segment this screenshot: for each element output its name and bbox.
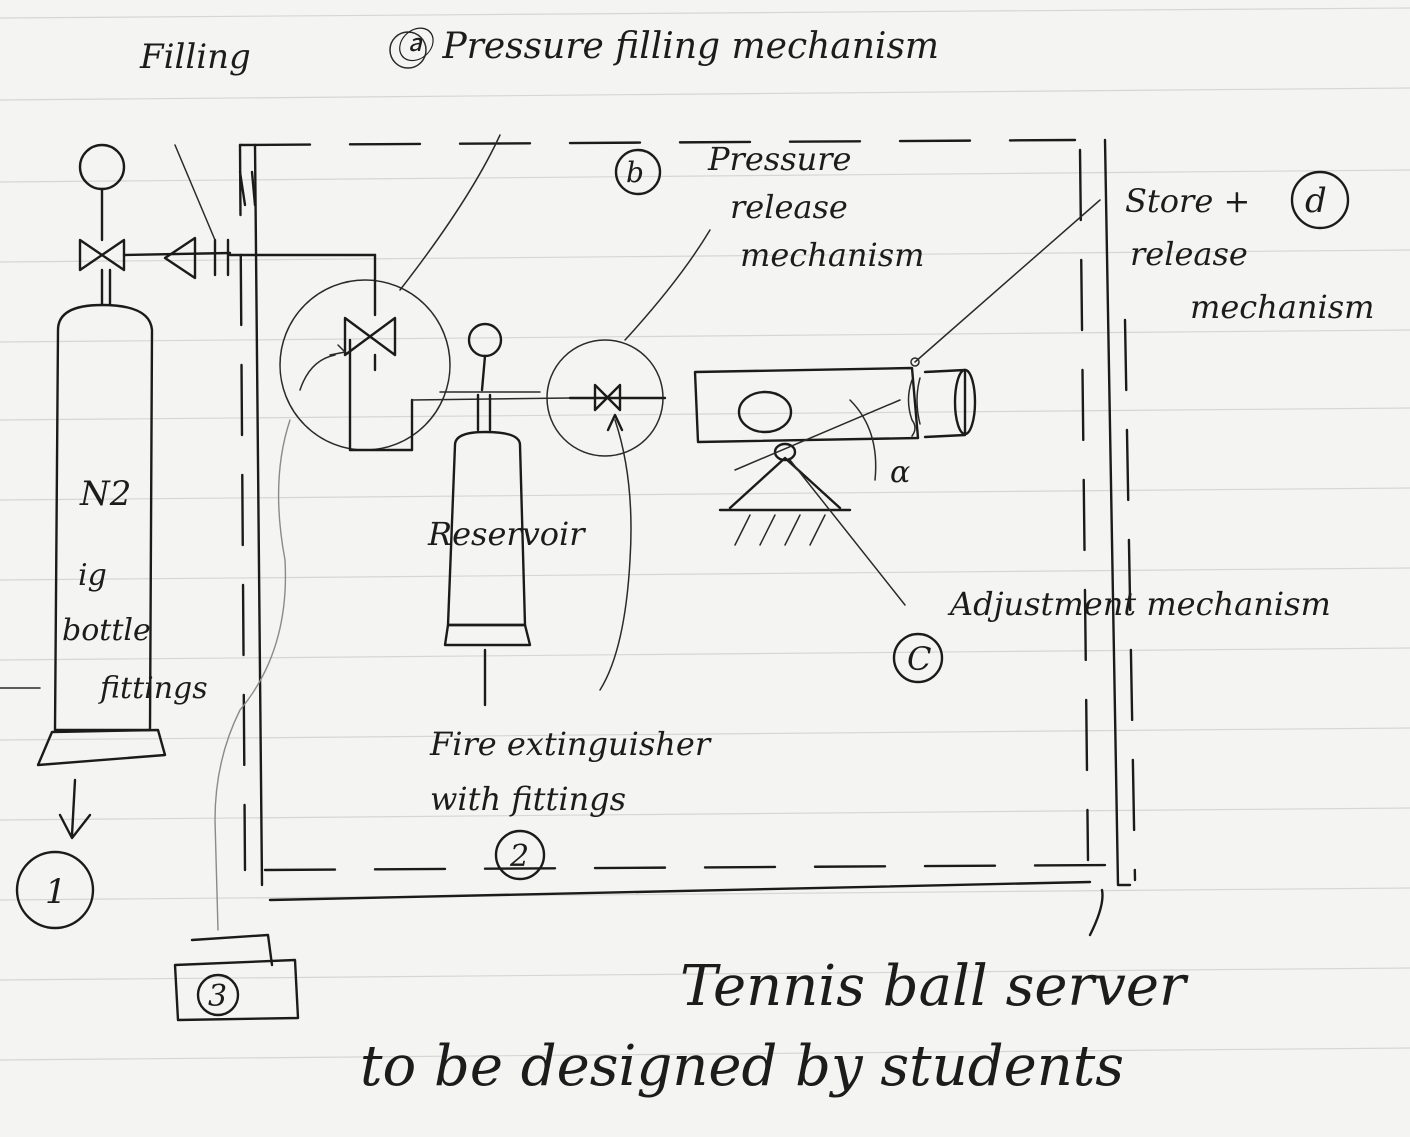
marker-a-circle (389, 31, 427, 69)
n2-label: N2 (79, 474, 131, 514)
store-release-line-1: Store + (1125, 182, 1250, 220)
marker-d-label: d (1305, 181, 1327, 221)
pressure-release-line-2: release (730, 188, 848, 226)
marker-2-label: 2 (509, 839, 529, 874)
filling-header-label: Filling (139, 37, 251, 77)
marker-c-label: C (907, 640, 931, 678)
marker-3-circle (196, 973, 240, 1017)
marker-d-circle (1290, 170, 1350, 230)
marker-3-label: 3 (208, 979, 227, 1014)
pressure-release-line-3: mechanism (740, 236, 925, 274)
tennis-server-line-2: to be designed by students (360, 1034, 1124, 1099)
barrel-assembly (693, 199, 1101, 606)
store-release-line-3: mechanism (1190, 288, 1375, 326)
marker-c-circle (892, 632, 944, 684)
pointer-stroke (1088, 888, 1104, 937)
circled-markers (15, 31, 1350, 1017)
bottle-line-3: fittings (98, 671, 208, 706)
handwritten-labels: Filling ⓐ Pressure filling mechanism b P… (45, 26, 1375, 1099)
reservoir-cylinder (439, 322, 541, 707)
bottle-line-2: bottle (62, 613, 151, 648)
pressure-release-valve (546, 229, 711, 691)
marker-2-circle (494, 829, 546, 881)
enclosure-dashed-box (238, 138, 1137, 902)
unit-3-box (173, 933, 300, 1022)
reservoir-label: Reservoir (427, 515, 586, 553)
n2-cylinder (36, 143, 377, 840)
tennis-server-line-1: Tennis ball server (680, 954, 1189, 1019)
adjustment-label: Adjustment mechanism (947, 585, 1331, 623)
marker-b-circle (614, 148, 662, 196)
fire-extinguisher-line-2: with fittings (430, 780, 626, 818)
pressure-filling-label: ⓐ Pressure filling mechanism (395, 26, 939, 67)
bottle-line-1: ig (78, 558, 107, 593)
store-release-line-2: release (1130, 235, 1248, 273)
alpha-label: α (890, 455, 910, 490)
ruled-lines (0, 7, 1410, 1061)
marker-1-label: 1 (45, 872, 67, 912)
marker-b-label: b (626, 156, 644, 189)
marker-1-circle (15, 850, 95, 930)
fire-extinguisher-line-1: Fire extinguisher (429, 725, 712, 763)
pressure-filling-valve (214, 134, 571, 931)
pressure-release-line-1: Pressure (707, 140, 851, 178)
